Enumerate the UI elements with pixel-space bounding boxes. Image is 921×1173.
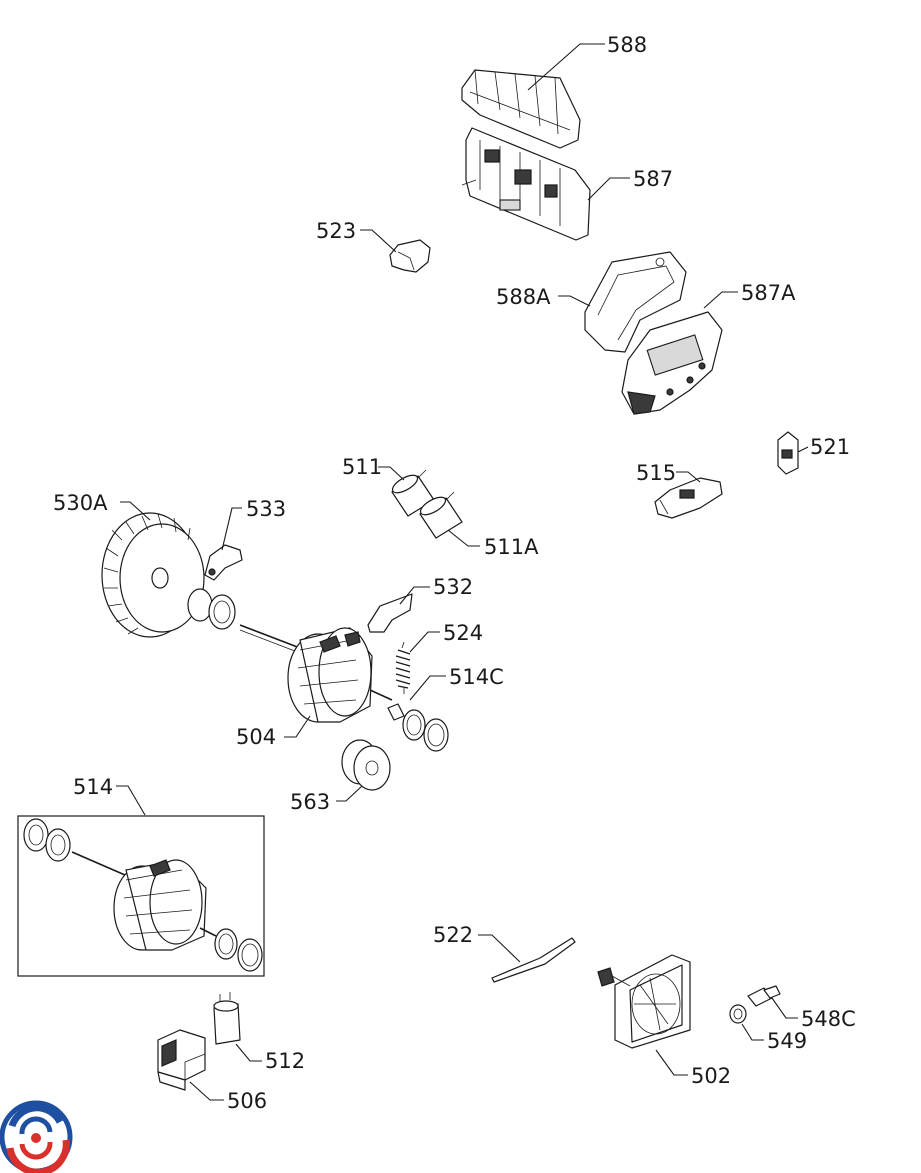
part-514-motor-kit[interactable] xyxy=(23,818,263,972)
part-588-cover[interactable] xyxy=(461,69,581,149)
label-521: 521 xyxy=(810,435,850,459)
part-labels: 588 587 523 588A 587A 521 511 515 530A 5… xyxy=(53,33,856,1113)
leader-lines xyxy=(116,43,809,1101)
part-523-clip[interactable] xyxy=(389,239,431,273)
part-504-motor[interactable] xyxy=(239,624,393,723)
label-504: 504 xyxy=(236,725,276,749)
label-587A: 587A xyxy=(741,281,796,305)
label-587: 587 xyxy=(633,167,673,191)
part-532-brush-holder[interactable] xyxy=(367,593,413,633)
label-549: 549 xyxy=(767,1029,807,1053)
label-502: 502 xyxy=(691,1064,731,1088)
part-524-spring[interactable] xyxy=(395,641,411,694)
part-521-switch[interactable] xyxy=(777,431,799,475)
part-512-filter[interactable] xyxy=(213,992,241,1045)
label-514C: 514C xyxy=(449,665,504,689)
label-512: 512 xyxy=(265,1049,305,1073)
label-522: 522 xyxy=(433,923,473,947)
label-523: 523 xyxy=(316,219,356,243)
brand-logo xyxy=(0,1100,73,1173)
part-seal-rings-front[interactable] xyxy=(187,588,236,630)
label-511: 511 xyxy=(342,455,382,479)
part-511A-capacitor[interactable] xyxy=(418,491,463,539)
label-532: 532 xyxy=(433,575,473,599)
kit-514-box xyxy=(17,815,265,977)
label-506: 506 xyxy=(227,1089,267,1113)
part-588A-display-cover[interactable] xyxy=(584,251,687,353)
part-530A-fan-wheel[interactable] xyxy=(101,512,205,638)
label-515: 515 xyxy=(636,461,676,485)
part-522-seal-strip[interactable] xyxy=(491,937,576,983)
label-588: 588 xyxy=(607,33,647,57)
label-511A: 511A xyxy=(484,535,539,559)
part-514C-bearings[interactable] xyxy=(387,703,449,752)
part-515-door-lock[interactable] xyxy=(654,477,723,519)
part-587A-display-board[interactable] xyxy=(621,311,723,415)
label-530A: 530A xyxy=(53,491,108,515)
part-563-pulley[interactable] xyxy=(341,739,391,791)
label-533: 533 xyxy=(246,497,286,521)
label-514: 514 xyxy=(73,775,113,799)
label-563: 563 xyxy=(290,790,330,814)
part-549-grommet[interactable] xyxy=(729,1004,747,1024)
part-502-cooling-fan[interactable] xyxy=(597,954,691,1049)
part-548C-sensor[interactable] xyxy=(747,985,781,1007)
label-524: 524 xyxy=(443,621,483,645)
label-548C: 548C xyxy=(801,1007,856,1031)
label-588A: 588A xyxy=(496,285,551,309)
part-506-pump[interactable] xyxy=(157,1029,206,1091)
part-587-control-board[interactable] xyxy=(461,127,591,241)
part-533-bracket[interactable] xyxy=(204,544,243,581)
